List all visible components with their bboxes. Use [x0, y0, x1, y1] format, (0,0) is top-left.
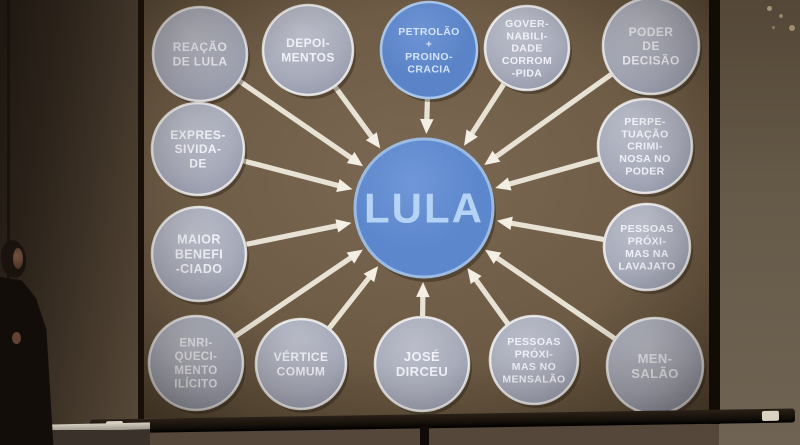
diagram-node-depoimentos: DEPOI-MENTOS: [261, 3, 356, 99]
arrow-reacao-de-lula: [238, 79, 364, 167]
arrow-enriquecimento-ilicito: [234, 249, 363, 339]
arrow-depoimentos: [333, 85, 381, 149]
chandelier-sparkle: [767, 6, 772, 11]
screen-frame-right: [709, 0, 720, 424]
presenter-hand: [12, 332, 21, 344]
rail-cap-right: [761, 410, 780, 421]
arrow-expressividade: [242, 158, 353, 193]
arrow-petrolao-proinocracia: [420, 98, 434, 135]
presenter-torso: [0, 277, 54, 445]
arrow-poder-de-decisao: [484, 72, 613, 166]
center-label: LULA: [364, 185, 484, 232]
arrow-jose-dirceu: [416, 281, 430, 317]
diagram-node-mensalao: MEN-SALÃO: [605, 316, 706, 418]
chandelier-sparkle: [779, 14, 783, 18]
chandelier-sparkle: [789, 25, 795, 31]
arrow-maior-beneficiado: [245, 219, 352, 247]
arrow-pessoas-mensalao: [467, 267, 510, 326]
arrow-pessoas-lavajato: [496, 216, 605, 242]
node-label: EXPRES-SIVIDA-DE: [170, 128, 225, 170]
node-label: PETROLÃO+PROINO-CRACIA: [398, 25, 460, 75]
node-label: MEN-SALÃO: [631, 351, 679, 381]
arrow-perpetuacao-criminosa: [495, 156, 600, 191]
screen-frame-left: [138, 0, 144, 420]
arrow-mensalao: [485, 249, 617, 341]
diagram-node-petrolao-proinocracia: PETROLÃO+PROINO-CRACIA: [379, 0, 480, 102]
right-wall: [719, 0, 800, 445]
chandelier-sparkle: [772, 26, 775, 29]
screen-stand-pole: [420, 426, 429, 445]
arrow-vertice-comum: [327, 266, 379, 330]
arrow-governabilidade: [464, 82, 506, 146]
presenter-face: [13, 248, 23, 269]
node-label: DEPOI-MENTOS: [281, 36, 335, 64]
diagram-node-expressividade: EXPRES-SIVIDA-DE: [150, 101, 247, 199]
presenter-silhouette: [0, 232, 60, 445]
diagram-node-lula: LULA: [353, 137, 496, 282]
wall-seam: [7, 0, 10, 445]
